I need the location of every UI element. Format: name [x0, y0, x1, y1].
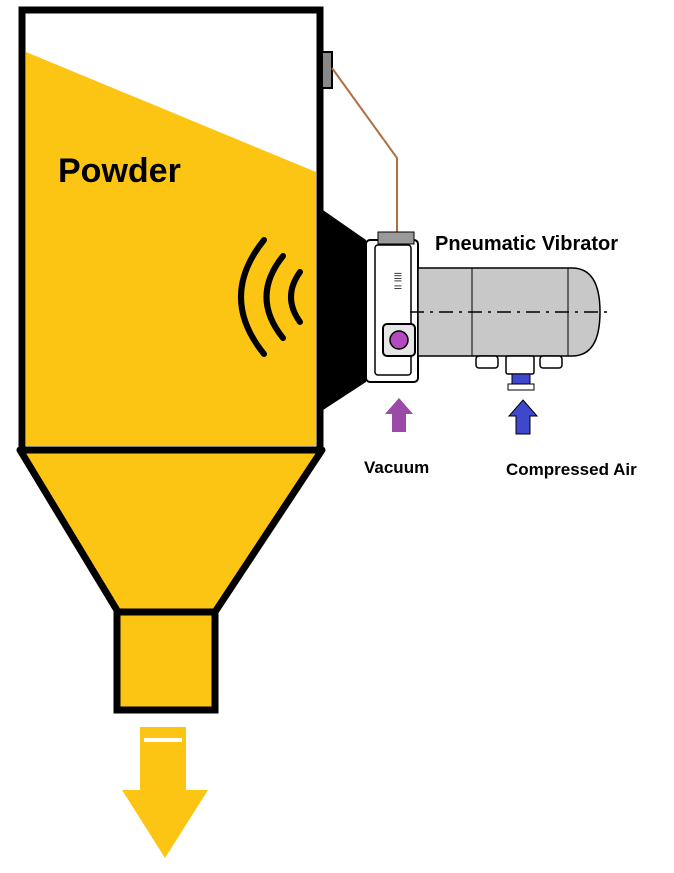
hopper-funnel — [16, 446, 326, 714]
hopper: Powder — [18, 6, 324, 454]
vibration-waves-icon — [238, 237, 303, 357]
pneumatic-vibrator: |||| || — [365, 231, 608, 391]
funnel-cone — [16, 446, 326, 616]
powder-label: Powder — [58, 152, 181, 190]
vacuum-arrow-icon — [385, 398, 413, 432]
connector-cap — [377, 231, 415, 245]
air-arrow-icon — [507, 399, 539, 435]
vibrator-feet — [475, 355, 563, 375]
vibrator-label: Pneumatic Vibrator — [435, 233, 618, 255]
brand-mark: |||| || — [393, 272, 402, 290]
air-inlet-fitting — [511, 373, 531, 385]
sensor-box — [321, 51, 333, 89]
bolt-center — [389, 330, 409, 350]
vibrator-collar — [365, 239, 419, 383]
arrow-down-icon — [122, 727, 208, 858]
outlet-spout — [113, 608, 219, 714]
vacuum-label: Vacuum — [364, 458, 429, 477]
mounting-flange — [320, 208, 366, 412]
signal-wire — [331, 67, 398, 232]
powder-fill — [26, 52, 316, 446]
compressed-air-label: Compressed Air — [506, 460, 637, 479]
